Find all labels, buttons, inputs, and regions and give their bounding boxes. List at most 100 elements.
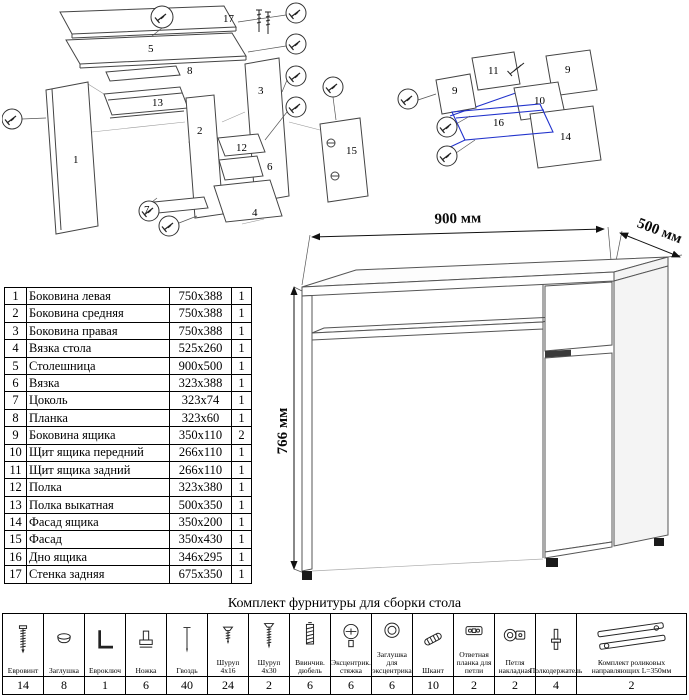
part-label-6: 6 — [267, 161, 273, 173]
part-label-13: 13 — [152, 97, 164, 109]
hardware-item-qty: 6 — [125, 676, 167, 695]
cabinet-door — [544, 352, 613, 553]
hardware-item-cell: Заглушка для эксцентрика — [372, 614, 412, 676]
screw-glyph-diagonal — [507, 62, 525, 77]
desk-foot — [654, 538, 664, 546]
hardware-item-cell: Ответная планка для петли — [454, 614, 494, 676]
fastener-callout — [285, 65, 307, 87]
hardware-item-label: Полкодержатель — [529, 665, 583, 675]
hardware-item-label: Заглушка — [49, 665, 79, 675]
hardware-item-cell: Шуруп 4х16 — [208, 614, 248, 676]
exploded-view-main: 17 5 3 13 2 12 15 1 4 6 7 8 — [2, 2, 369, 237]
hardware-item-dowel: Шкант — [412, 613, 454, 677]
hardware-item-screw-short: Шуруп 4х16 — [207, 613, 249, 677]
hardware-item-label: Шкант — [422, 665, 444, 675]
hardware-item-qty: 6 — [289, 676, 331, 695]
cam-cap-icon — [372, 614, 412, 651]
part-tie-6 — [218, 155, 264, 181]
part-panels — [45, 5, 369, 235]
part-name: Стенка задняя — [26, 565, 170, 584]
hardware-item-qty: 2 — [494, 676, 536, 695]
hardware-item-label: Евровинт — [7, 665, 39, 675]
part-size: 346x295 — [169, 547, 232, 567]
hardware-item-cell: Шуруп 4х30 — [249, 614, 289, 676]
part-size: 350x430 — [169, 530, 232, 549]
part-num: 10 — [4, 443, 27, 462]
fastener-callout — [285, 2, 307, 24]
hardware-item-shelf-pin: Полкодержатель — [530, 613, 582, 677]
drawer-side-9-left — [435, 73, 477, 115]
part-size: 500x350 — [169, 495, 232, 515]
part-size: 266x110 — [169, 443, 232, 462]
drawer-bottom-16 — [451, 103, 554, 141]
hinge-icon — [495, 614, 535, 659]
part-tabletop-5 — [65, 32, 247, 69]
part-size: 750x388 — [169, 321, 232, 341]
fastener-callout — [285, 33, 307, 55]
fastener-callout — [150, 5, 174, 29]
hardware-item-qty: 2 — [248, 676, 290, 695]
part-name: Щит ящика задний — [26, 460, 170, 480]
part-qty: 1 — [231, 460, 252, 480]
hardware-item-qty: 1 — [84, 676, 126, 695]
hardware-item-screw-long: Шуруп 4х30 — [248, 613, 290, 677]
hardware-item-confirmat: Евровинт — [2, 613, 44, 677]
shelf-pin-icon — [536, 614, 576, 667]
part-desk-tie-4 — [213, 179, 283, 223]
part-label-16: 16 — [493, 117, 505, 129]
hardware-item-rails: Комплект роликовых направляющих L=350мм — [576, 613, 687, 677]
part-num: 6 — [4, 373, 27, 393]
hardware-item-cap: Заглушка — [43, 613, 85, 677]
part-label-3: 3 — [258, 85, 264, 97]
part-qty: 1 — [231, 408, 252, 428]
hexkey-icon — [85, 614, 125, 667]
rails-icon — [577, 614, 686, 659]
hardware-item-cell: Евроключ — [85, 614, 125, 676]
hardware-item-qty: 24 — [207, 676, 249, 695]
part-name: Боковина ящика — [26, 426, 170, 445]
hardware-item-cell: Ножка — [126, 614, 166, 676]
hardware-item-label: Ввинчив. дюбель — [295, 657, 325, 675]
fastener-callout — [397, 88, 419, 110]
part-num: 8 — [4, 408, 27, 428]
hardware-item-qty: 10 — [412, 676, 454, 695]
part-qty: 1 — [231, 478, 252, 497]
part-num: 4 — [4, 339, 27, 358]
part-num: 2 — [4, 304, 27, 323]
part-size: 525x260 — [169, 339, 232, 358]
hardware-item-label: Шуруп 4х30 — [257, 657, 281, 675]
fastener-callout — [285, 96, 307, 118]
part-name: Столешница — [26, 356, 170, 375]
hardware-item-nail: Гвоздь — [166, 613, 208, 677]
part-size: 750x388 — [169, 304, 232, 323]
part-name: Боковина левая — [26, 286, 170, 306]
part-size: 350x200 — [169, 513, 232, 532]
screw-short-icon — [208, 614, 248, 659]
part-label-5: 5 — [148, 43, 154, 55]
part-num: 7 — [4, 391, 27, 410]
drawer-front — [544, 281, 613, 352]
hardware-item-label: Эксцентрик. стяжка — [331, 657, 371, 675]
part-label-2: 2 — [197, 125, 203, 137]
assembled-desk-view: 900 мм 500 мм 766 мм — [275, 210, 684, 580]
drawer-back-11 — [471, 51, 521, 91]
part-name: Полка выкатная — [26, 495, 170, 515]
hardware-kit-title: Комплект фурнитуры для сборки стола — [227, 596, 462, 611]
hardware-item-cell: Евровинт — [3, 614, 43, 676]
part-qty: 1 — [231, 565, 252, 584]
part-size: 323x380 — [169, 478, 232, 497]
part-name: Боковина средняя — [26, 304, 170, 323]
part-size: 675x350 — [169, 565, 232, 584]
fastener-callout — [436, 116, 458, 138]
hardware-item-label: Ответная планка для петли — [456, 649, 492, 675]
part-label-1: 1 — [73, 154, 79, 166]
part-size: 350x110 — [169, 426, 232, 445]
